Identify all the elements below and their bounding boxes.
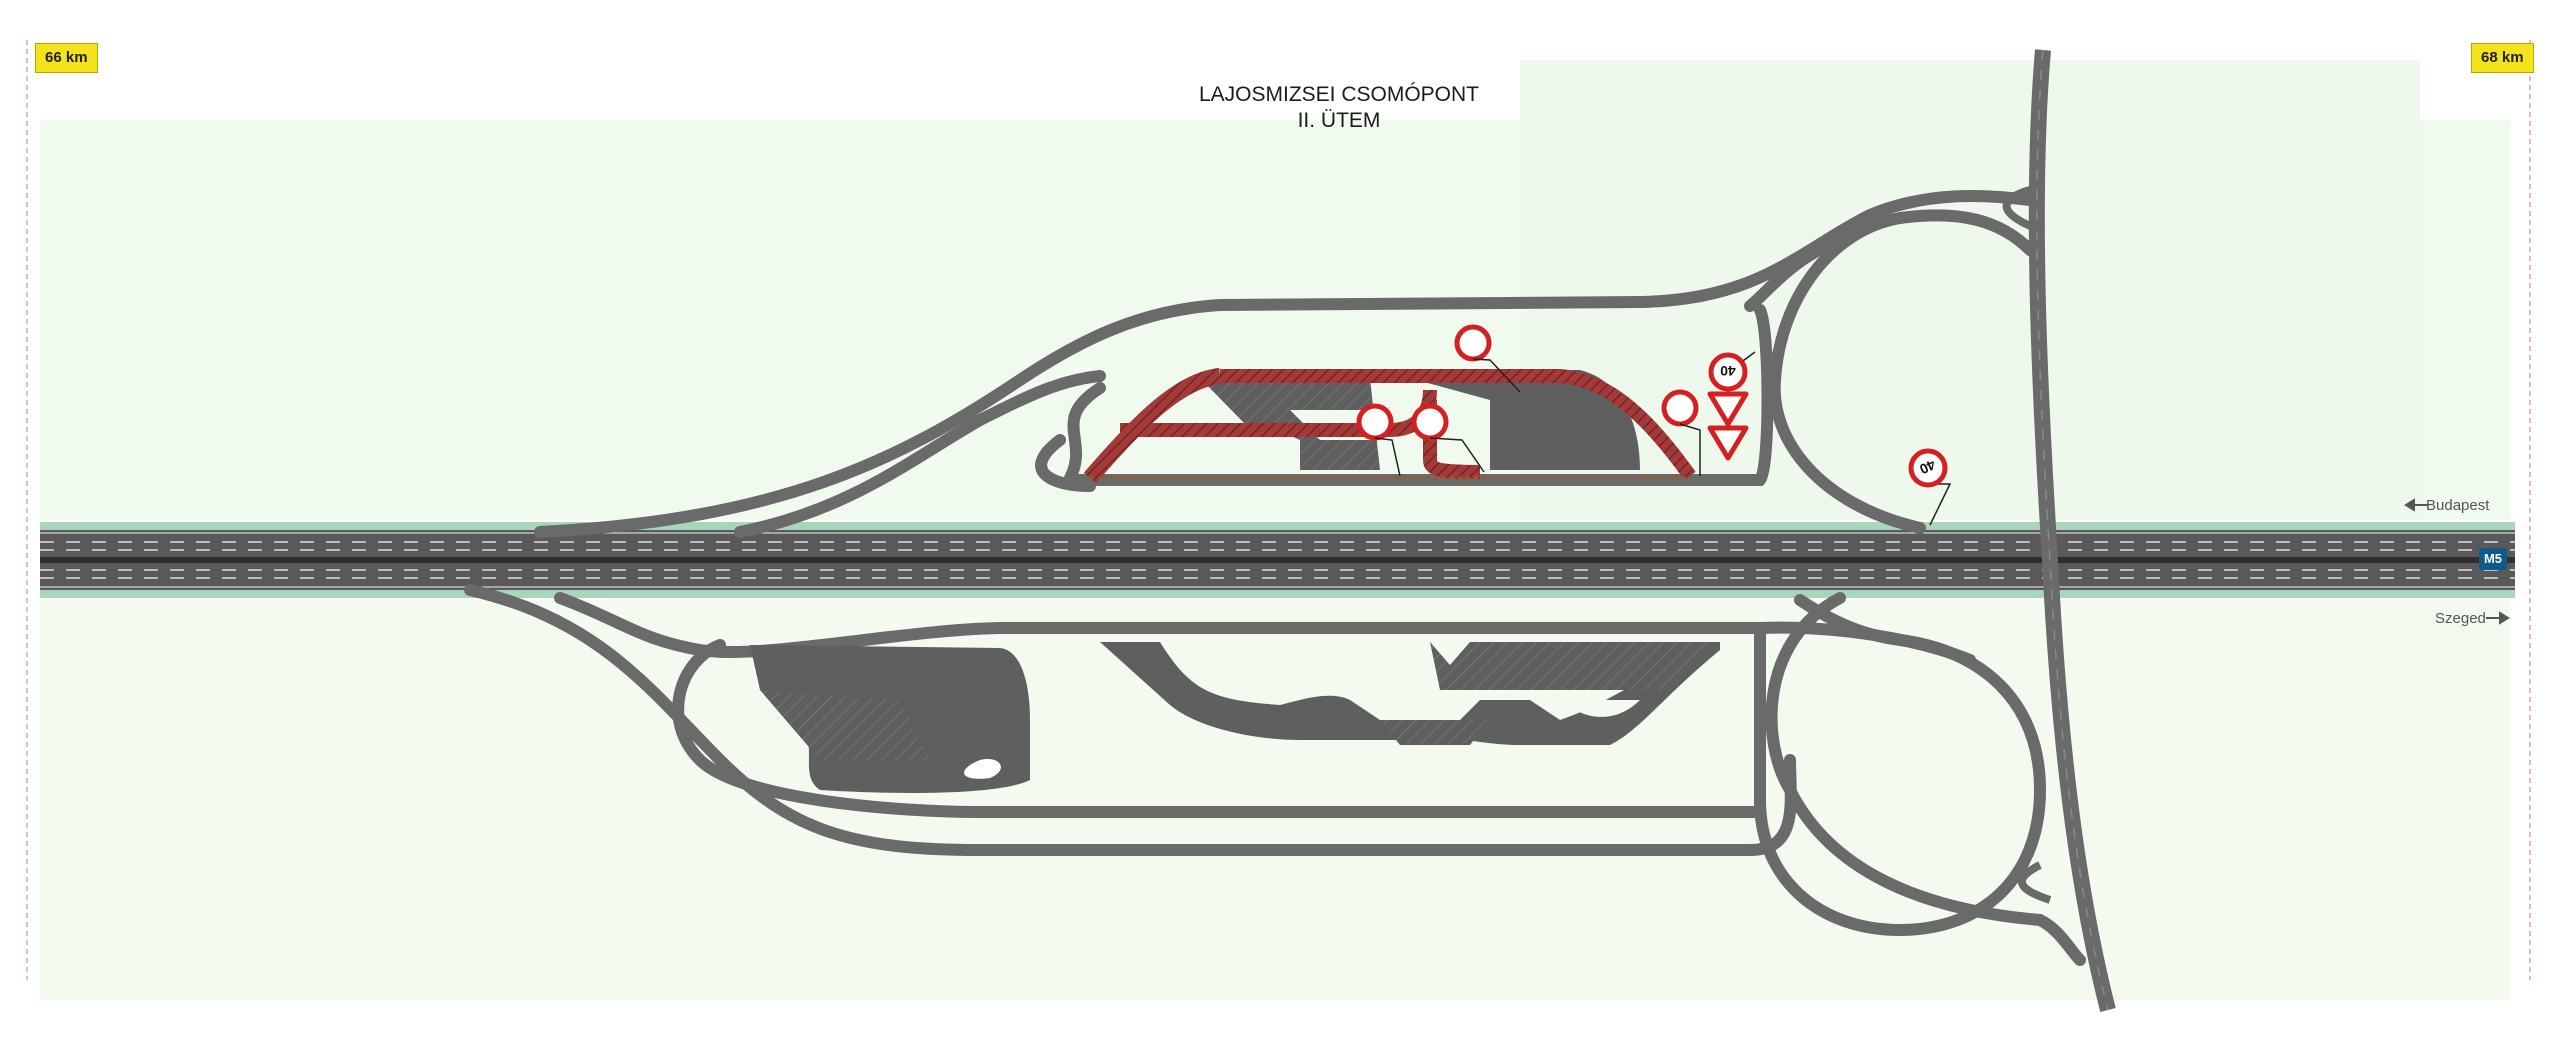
south-rest-area [750, 642, 1720, 793]
sign-posts [1374, 351, 1952, 526]
no-entry-sign-icon [1454, 324, 1492, 362]
arrow-left-icon [2404, 498, 2428, 512]
page-subtitle: II. ÜTEM [1297, 109, 1381, 132]
yield-sign-icon [1707, 391, 1749, 461]
direction-label-budapest: Budapest [2426, 497, 2490, 514]
speed-limit-value: 40 [1720, 363, 1736, 379]
no-entry-sign-icon [1356, 403, 1394, 441]
speed-limit-sign-icon [1708, 352, 1748, 392]
speed-limit-value: 40 [1917, 457, 1938, 478]
background-fields [40, 60, 2510, 1000]
south-ramps [464, 584, 2086, 966]
speed-limit-sign-icon [1908, 448, 1948, 488]
km-marker-right: 68 km [2471, 43, 2534, 73]
direction-label-szeged: Szeged [2435, 610, 2486, 627]
page-title: LAJOSMIZSEI CSOMÓPONT [1198, 83, 1480, 106]
motorway-m5 [40, 522, 2515, 598]
no-entry-sign-icon [1411, 403, 1449, 441]
no-entry-sign-icon [1661, 389, 1699, 427]
north-ramps [534, 189, 2036, 538]
arrow-right-icon [2486, 611, 2510, 625]
crossing-road [2002, 49, 2116, 1012]
motorway-badge: M5 [2479, 548, 2507, 570]
km-marker-left: 66 km [35, 43, 98, 73]
